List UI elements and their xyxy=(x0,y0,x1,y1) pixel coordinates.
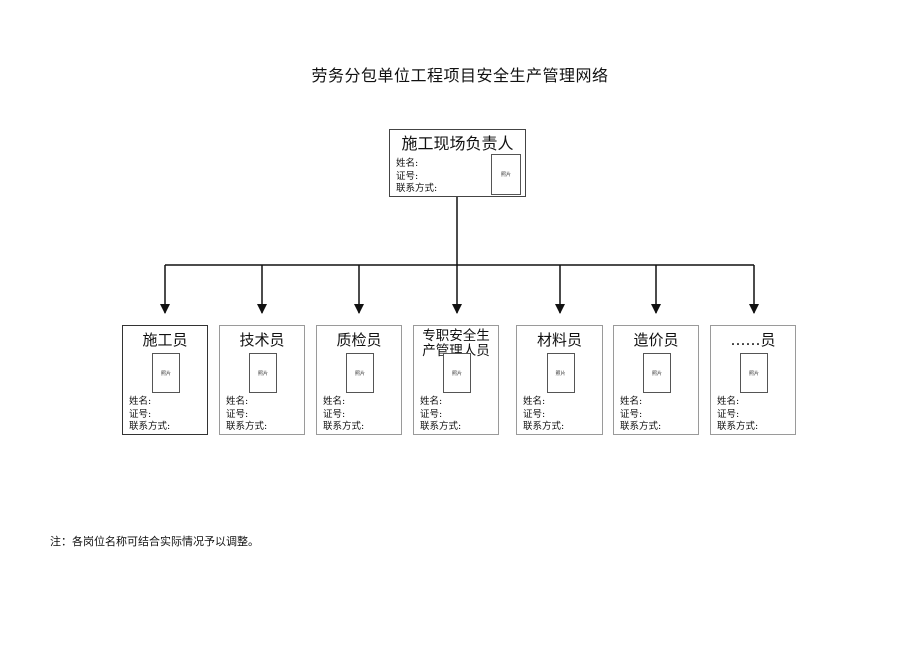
name-field-label: 姓名: xyxy=(396,158,419,169)
name-field-label: 姓名: xyxy=(523,396,546,407)
role-fields: 姓名:证号:联系方式: xyxy=(523,396,564,434)
photo-label: 照片 xyxy=(451,370,462,377)
site-manager-title: 施工现场负责人 xyxy=(401,134,514,153)
photo-label: 照片 xyxy=(651,370,662,377)
photo-label: 照片 xyxy=(555,370,566,377)
photo-placeholder: 照片 xyxy=(249,353,277,393)
photo-label: 照片 xyxy=(354,370,365,377)
name-field-label: 姓名: xyxy=(226,396,249,407)
cert-field-label: 证号: xyxy=(396,170,419,182)
photo-placeholder: 照片 xyxy=(152,353,180,393)
role-fields: 姓名:证号:联系方式: xyxy=(420,396,461,434)
photo-label: 照片 xyxy=(160,370,171,377)
role-box-other-role: ……员照片姓名:证号:联系方式: xyxy=(710,325,796,435)
cert-field-label: 证号: xyxy=(420,408,443,420)
role-title: 质检员 xyxy=(336,331,382,349)
footnote: 注：各岗位名称可结合实际情况予以调整。 xyxy=(50,535,259,548)
cert-field-label: 证号: xyxy=(226,408,249,420)
contact-field-label: 联系方式: xyxy=(396,183,438,194)
photo-label: 照片 xyxy=(748,370,759,377)
role-title: 技术员 xyxy=(239,331,285,349)
contact-field-label: 联系方式: xyxy=(420,421,462,432)
photo-label: 照片 xyxy=(257,370,268,377)
name-field-label: 姓名: xyxy=(420,396,443,407)
cert-field-label: 证号: xyxy=(717,408,740,420)
contact-field-label: 联系方式: xyxy=(129,421,171,432)
contact-field-label: 联系方式: xyxy=(523,421,565,432)
role-fields: 姓名:证号:联系方式: xyxy=(620,396,661,434)
photo-placeholder: 照片 xyxy=(346,353,374,393)
page-title: 劳务分包单位工程项目安全生产管理网络 xyxy=(311,66,609,85)
contact-field-label: 联系方式: xyxy=(226,421,268,432)
role-title: 造价员 xyxy=(633,331,679,349)
role-fields: 姓名:证号:联系方式: xyxy=(323,396,364,434)
cert-field-label: 证号: xyxy=(323,408,346,420)
photo-placeholder: 照片 xyxy=(546,353,575,393)
contact-field-label: 联系方式: xyxy=(620,421,662,432)
role-fields: 姓名:证号:联系方式: xyxy=(129,396,170,434)
role-fields: 姓名:证号:联系方式: xyxy=(717,396,758,434)
site-manager-box: 施工现场负责人 照片 姓名: 证号: 联系方式: xyxy=(389,129,526,197)
role-box-constructor: 施工员照片姓名:证号:联系方式: xyxy=(122,325,208,435)
cert-field-label: 证号: xyxy=(523,408,546,420)
photo-label: 照片 xyxy=(500,172,511,178)
contact-field-label: 联系方式: xyxy=(323,421,365,432)
role-box-technician: 技术员照片姓名:证号:联系方式: xyxy=(219,325,305,435)
name-field-label: 姓名: xyxy=(620,396,643,407)
photo-placeholder: 照片 xyxy=(443,353,471,393)
role-box-safety-officer: 专职安全生 产管理人员照片姓名:证号:联系方式: xyxy=(413,325,499,435)
role-box-inspector: 质检员照片姓名:证号:联系方式: xyxy=(316,325,402,435)
role-box-materials-clerk: 材料员照片姓名:证号:联系方式: xyxy=(516,325,603,435)
role-title: 材料员 xyxy=(536,331,582,349)
cert-field-label: 证号: xyxy=(620,408,643,420)
contact-field-label: 联系方式: xyxy=(717,421,759,432)
role-box-cost-estimator: 造价员照片姓名:证号:联系方式: xyxy=(613,325,699,435)
site-manager-fields: 姓名: 证号: 联系方式: xyxy=(396,158,437,196)
name-field-label: 姓名: xyxy=(323,396,346,407)
name-field-label: 姓名: xyxy=(129,396,152,407)
photo-placeholder: 照片 xyxy=(740,353,768,393)
photo-placeholder: 照片 xyxy=(491,154,521,195)
cert-field-label: 证号: xyxy=(129,408,152,420)
role-title: 施工员 xyxy=(142,331,188,349)
name-field-label: 姓名: xyxy=(717,396,740,407)
role-title: 专职安全生 产管理人员 xyxy=(422,328,490,359)
photo-placeholder: 照片 xyxy=(643,353,671,393)
role-fields: 姓名:证号:联系方式: xyxy=(226,396,267,434)
role-title: ……员 xyxy=(730,331,776,349)
